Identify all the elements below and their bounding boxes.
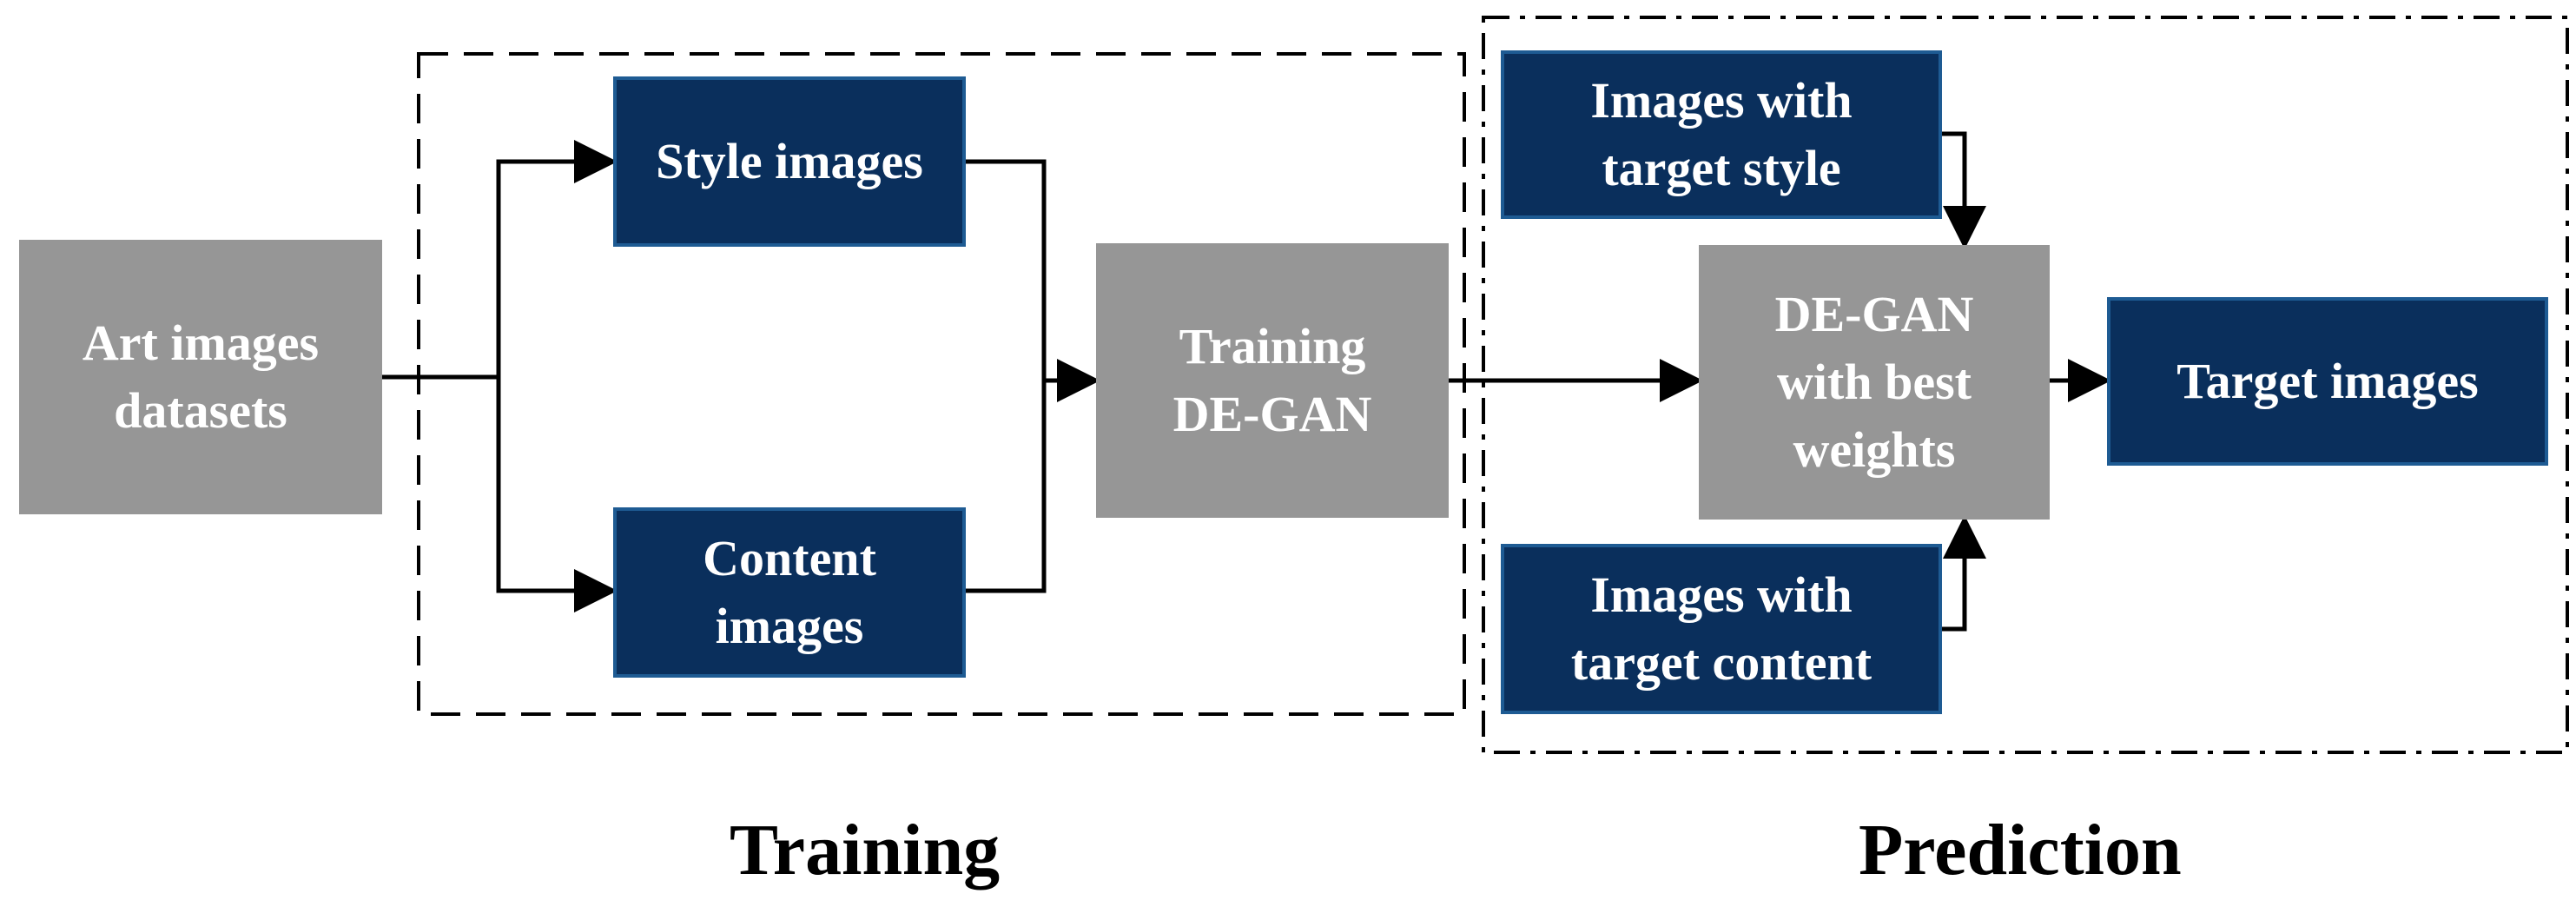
- edge-target-content-to-degan: [1942, 515, 1986, 632]
- training-group-frame: [417, 52, 1466, 716]
- node-images-target-content-label: Images with target content: [1570, 566, 1873, 691]
- node-images-target-style-label: Images with target style: [1590, 72, 1853, 196]
- prediction-section-title: Prediction: [1859, 810, 2182, 890]
- node-degan-best-weights-label: DE-GAN with best weights: [1774, 286, 1974, 478]
- node-content-images-label: Content images: [703, 530, 876, 654]
- node-art-images-datasets-label: Art images datasets: [82, 314, 320, 439]
- node-target-images: Target images: [2107, 297, 2548, 466]
- edge-style-to-merge: [966, 159, 1047, 593]
- edge-target-style-to-degan: [1942, 131, 1986, 249]
- node-training-degan-label: Training DE-GAN: [1172, 318, 1372, 442]
- edge-split-to-content: [496, 377, 618, 612]
- node-content-images: Content images: [613, 507, 966, 678]
- node-images-target-content: Images with target content: [1501, 544, 1942, 714]
- node-images-target-style: Images with target style: [1501, 50, 1942, 219]
- node-target-images-label: Target images: [2176, 353, 2479, 409]
- prediction-group-frame: [1482, 16, 2569, 754]
- training-section-title: Training: [730, 810, 1001, 890]
- node-training-degan: Training DE-GAN: [1096, 243, 1449, 518]
- node-art-images-datasets: Art images datasets: [19, 240, 382, 514]
- node-style-images: Style images: [613, 76, 966, 247]
- node-style-images-label: Style images: [656, 133, 923, 189]
- node-degan-best-weights: DE-GAN with best weights: [1699, 245, 2050, 520]
- edge-split-to-style: [496, 140, 618, 377]
